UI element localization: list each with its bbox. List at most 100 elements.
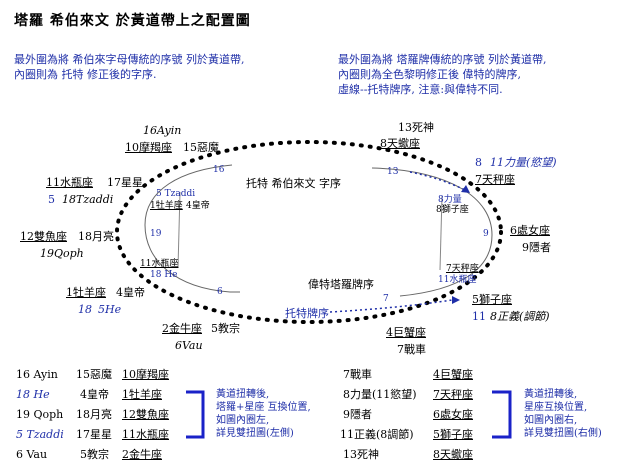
arrow-label: 托特牌序	[285, 307, 329, 320]
left-table-cell: 6 Vau	[16, 448, 48, 461]
right-note-line: 內圈則為全色黎明修正後 偉特的牌序,	[338, 68, 521, 81]
right-table-note: 黃道扭轉後, 星座互換位置, 如圖內圈右, 詳見雙扭圖(右側)	[524, 388, 602, 440]
inner-small-label: 8獅子座	[436, 205, 469, 215]
left-table-note-line: 詳見雙扭圖(左側)	[216, 428, 294, 439]
right-table-cell: 5獅子座	[433, 428, 473, 441]
aries-label: 1牡羊座	[66, 286, 106, 299]
left-table-note: 黃道扭轉後, 塔羅+星座 互換位置, 如圖內圈左, 詳見雙扭圖(左側)	[216, 388, 311, 440]
inner-small-label: 4皇帝	[186, 201, 210, 211]
justice-label: 8正義(調節)	[490, 310, 550, 323]
he-label: 5He	[98, 303, 122, 316]
libra-label: 7天秤座	[475, 173, 515, 186]
page-title: 塔羅 希伯來文 於黃道帶上之配置圖	[14, 13, 251, 29]
ayin-label: 16Ayin	[143, 124, 182, 137]
inner-small-label: 1牡羊座	[150, 201, 183, 211]
right-note-line: 最外圍為將 塔羅牌傳統的序號 列於黃道帶,	[338, 53, 547, 66]
right-table-cell: 4巨蟹座	[433, 368, 473, 381]
death-label: 13死神	[398, 121, 434, 134]
pisces-label: 12雙魚座	[20, 230, 67, 243]
right-table-cell: 6處女座	[433, 408, 473, 421]
inner-small-label: 8力量	[438, 195, 462, 205]
aquarius-label: 11水瓶座	[46, 176, 93, 189]
left-table-cell: 1牡羊座	[122, 388, 162, 401]
leo-label: 5獅子座	[472, 293, 512, 306]
right-table-cell: 8力量(11慾望)	[343, 388, 417, 401]
inner-solid-label: 托特 希伯來文 字序	[246, 177, 341, 190]
left-note-line: 內圈則為 托特 修正後的字序.	[14, 68, 157, 81]
left-bracket	[186, 390, 205, 439]
inner-number: 9	[483, 229, 489, 239]
devil-label: 15惡魔	[183, 141, 219, 154]
left-note-line: 最外圍為將 希伯來字母傳統的序號 列於黃道帶,	[14, 53, 245, 66]
moon-label: 18月亮	[78, 230, 114, 243]
left-table-note-line: 塔羅+星座 互換位置,	[216, 402, 311, 413]
top-arrow-head	[461, 185, 470, 193]
right-table-note-line: 詳見雙扭圖(右側)	[524, 428, 602, 439]
left-table-cell: 11水瓶座	[122, 428, 169, 441]
capricorn-label: 10摩羯座	[125, 141, 172, 154]
star-label: 17星星	[107, 176, 143, 189]
scorpio-label: 8天蠍座	[380, 137, 420, 150]
left-table-cell: 17星星	[76, 428, 112, 441]
left-note: 最外圍為將 希伯來字母傳統的序號 列於黃道帶, 內圈則為 托特 修正後的字序.	[14, 52, 245, 82]
left-table-cell: 15惡魔	[76, 368, 112, 381]
left-table-cell: 18月亮	[76, 408, 112, 421]
strength-alt-label: 11力量(慾望)	[490, 156, 557, 169]
libra-number: 8	[475, 156, 482, 169]
right-table-cell: 7天秤座	[433, 388, 473, 401]
inner-number: 13	[387, 167, 399, 177]
inner-dotted-label: 偉特塔羅牌序	[308, 278, 374, 291]
left-table-cell: 19 Qoph	[16, 408, 64, 421]
inner-small-label: 11水瓶座	[438, 275, 477, 285]
right-inner-line	[439, 195, 443, 271]
left-table-cell: 2金牛座	[122, 448, 162, 461]
left-table-note-line: 黃道扭轉後,	[216, 389, 270, 400]
taurus-label: 2金牛座	[162, 322, 202, 335]
left-inner-curve	[144, 164, 240, 293]
tzaddi-label: 18Tzaddi	[62, 193, 114, 206]
inner-number: 19	[150, 229, 162, 239]
right-note: 最外圍為將 塔羅牌傳統的序號 列於黃道帶, 內圈則為全色黎明修正後 偉特的牌序,…	[338, 52, 547, 97]
hermit-label: 9隱者	[522, 241, 551, 254]
right-table-cell: 13死神	[343, 448, 379, 461]
inner-small-label: 5 Tzaddi	[156, 189, 196, 199]
left-table-note-line: 如圖內圈左,	[216, 415, 270, 426]
cancer-label: 4巨蟹座	[386, 326, 426, 339]
hierophant-label: 5教宗	[211, 322, 240, 335]
left-table-cell: 4皇帝	[80, 388, 109, 401]
left-table-cell: 5 Tzaddi	[16, 428, 64, 441]
leo-number: 11	[472, 310, 486, 323]
left-table-cell: 18 He	[16, 388, 50, 401]
left-table-cell: 16 Ayin	[16, 368, 58, 381]
left-table-cell: 10摩羯座	[122, 368, 169, 381]
inner-number: 6	[217, 287, 223, 297]
qoph-label: 19Qoph	[40, 247, 84, 260]
bottom-arrow-head	[452, 296, 460, 304]
right-inner-curve	[371, 167, 493, 297]
inner-small-label: 18 He	[150, 270, 178, 280]
inner-number: 7	[383, 294, 389, 304]
vau-label: 6Vau	[175, 339, 203, 352]
inner-number: 16	[213, 165, 225, 175]
right-table-note-line: 黃道扭轉後,	[524, 389, 578, 400]
right-table-note-line: 星座互換位置,	[524, 402, 588, 413]
right-table-cell: 8天蠍座	[433, 448, 473, 461]
outer-dotted-ellipse	[115, 140, 503, 324]
bottom-dotted-arrow	[329, 299, 453, 313]
tzaddi-number: 5	[48, 193, 55, 206]
inner-small-label: 11水瓶座	[140, 259, 179, 269]
chariot-label: 7戰車	[397, 343, 426, 356]
right-table-note-line: 如圖內圈右,	[524, 415, 578, 426]
he-number: 18	[78, 303, 92, 316]
right-note-line: 虛線--托特牌序, 注意:與偉特不同.	[338, 83, 503, 96]
emperor-label: 4皇帝	[116, 286, 145, 299]
left-inner-line	[177, 191, 181, 269]
right-table-cell: 11正義(8調節)	[340, 428, 414, 441]
inner-small-label: 7天秤座	[446, 264, 479, 274]
left-table-cell: 12雙魚座	[122, 408, 169, 421]
right-table-cell: 9隱者	[343, 408, 372, 421]
right-bracket	[492, 390, 512, 439]
right-table-cell: 7戰車	[343, 368, 372, 381]
left-table-cell: 5教宗	[80, 448, 109, 461]
